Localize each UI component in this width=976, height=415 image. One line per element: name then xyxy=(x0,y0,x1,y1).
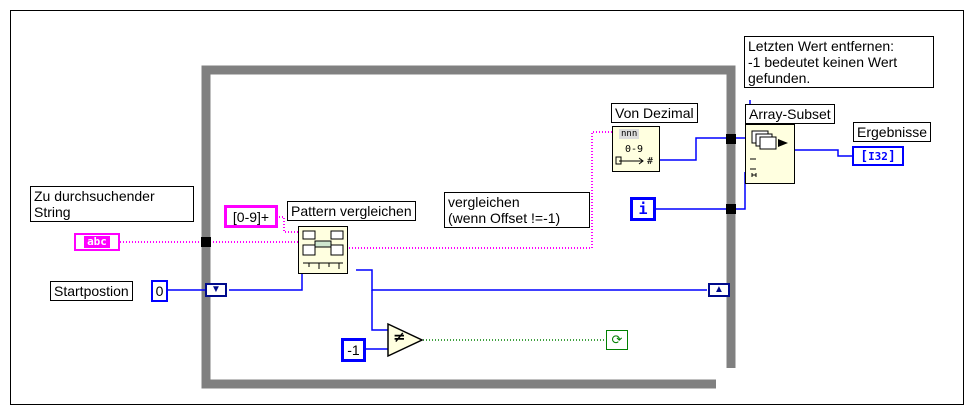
decimal-arrow-icon xyxy=(615,156,644,165)
decimal-icon-mid: 0-9 xyxy=(625,144,644,155)
not-equal-symbol: ≠ xyxy=(393,328,406,346)
start-position-label: Startpostion xyxy=(50,281,133,301)
decimal-icon-bot: # xyxy=(647,156,654,167)
iteration-terminal-text: i xyxy=(638,200,648,218)
string-control[interactable]: abc xyxy=(74,233,120,251)
not-equal-node[interactable] xyxy=(386,322,426,358)
match-pattern-icon xyxy=(302,230,344,269)
results-indicator-bracket-right: ] xyxy=(887,148,896,164)
start-position-control[interactable]: 0 xyxy=(151,280,168,302)
decimal-label: Von Dezimal xyxy=(611,103,698,123)
results-indicator-bracket-left: [ xyxy=(860,148,869,164)
compare-comment: vergleichen (wenn Offset !=-1) xyxy=(444,192,590,228)
string-tunnel xyxy=(201,237,211,247)
decimal-node[interactable]: nnn 0-9 # xyxy=(612,126,660,172)
iteration-terminal[interactable]: i xyxy=(630,197,656,221)
match-pattern-node[interactable] xyxy=(298,226,348,274)
loop-condition-icon: ⟳ xyxy=(611,332,623,348)
shift-register-right[interactable]: ▲ xyxy=(708,283,730,297)
decimal-icon-top: nnn xyxy=(619,129,640,139)
iteration-out-tunnel xyxy=(726,204,736,214)
neg-one-constant[interactable]: -1 xyxy=(341,338,366,362)
shift-register-left[interactable]: ▼ xyxy=(205,283,227,297)
results-label: Ergebnisse xyxy=(853,122,932,142)
string-wires[interactable] xyxy=(120,131,612,249)
string-control-text: abc xyxy=(84,236,110,248)
array-subset-icon xyxy=(750,130,788,177)
match-pattern-label: Pattern vergleichen xyxy=(287,201,416,221)
regex-constant[interactable]: [0-9]+ xyxy=(224,205,278,228)
while-loop-frame[interactable] xyxy=(201,65,736,389)
decimal-out-tunnel xyxy=(726,134,736,144)
array-subset-node[interactable] xyxy=(745,124,795,184)
array-subset-label: Array-Subset xyxy=(745,104,835,124)
results-indicator-text: I32 xyxy=(868,149,888,163)
string-comment: Zu durchsuchender String xyxy=(30,186,194,222)
results-indicator[interactable]: [I32] xyxy=(852,146,904,166)
loop-condition-terminal[interactable]: ⟳ xyxy=(606,330,628,350)
loop-resize-notch xyxy=(716,368,738,390)
remove-last-comment: Letzten Wert entfernen: -1 bedeutet kein… xyxy=(744,36,934,88)
